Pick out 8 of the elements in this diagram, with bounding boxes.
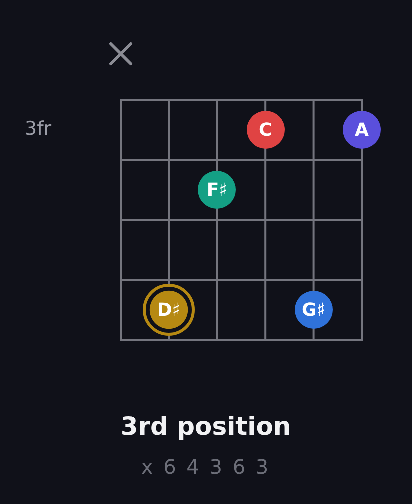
root-note-dot: D♯ (143, 284, 196, 336)
chord-title: 3rd position (120, 413, 292, 440)
note-dot: C (246, 111, 285, 149)
fret-number: 3fr (25, 119, 52, 140)
fingering-text: x 6 4 3 6 3 (141, 456, 271, 478)
note-dot: A (343, 111, 381, 149)
note-dot: F♯ (198, 171, 236, 209)
note-dot: G♯ (294, 291, 333, 329)
